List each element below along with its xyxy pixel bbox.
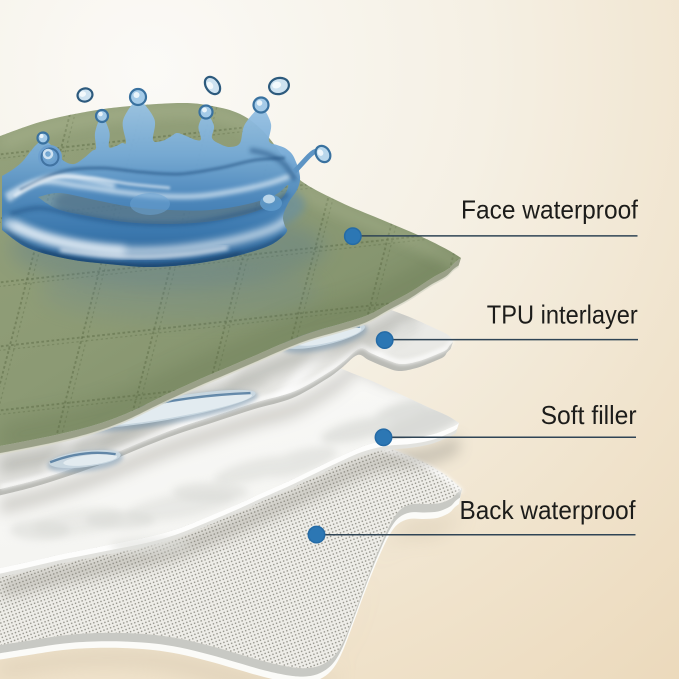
svg-text:Soft filler: Soft filler	[541, 402, 637, 430]
svg-text:TPU interlayer: TPU interlayer	[487, 302, 638, 330]
svg-text:Back waterproof: Back waterproof	[460, 497, 637, 525]
svg-text:Face waterproof: Face waterproof	[461, 197, 639, 225]
